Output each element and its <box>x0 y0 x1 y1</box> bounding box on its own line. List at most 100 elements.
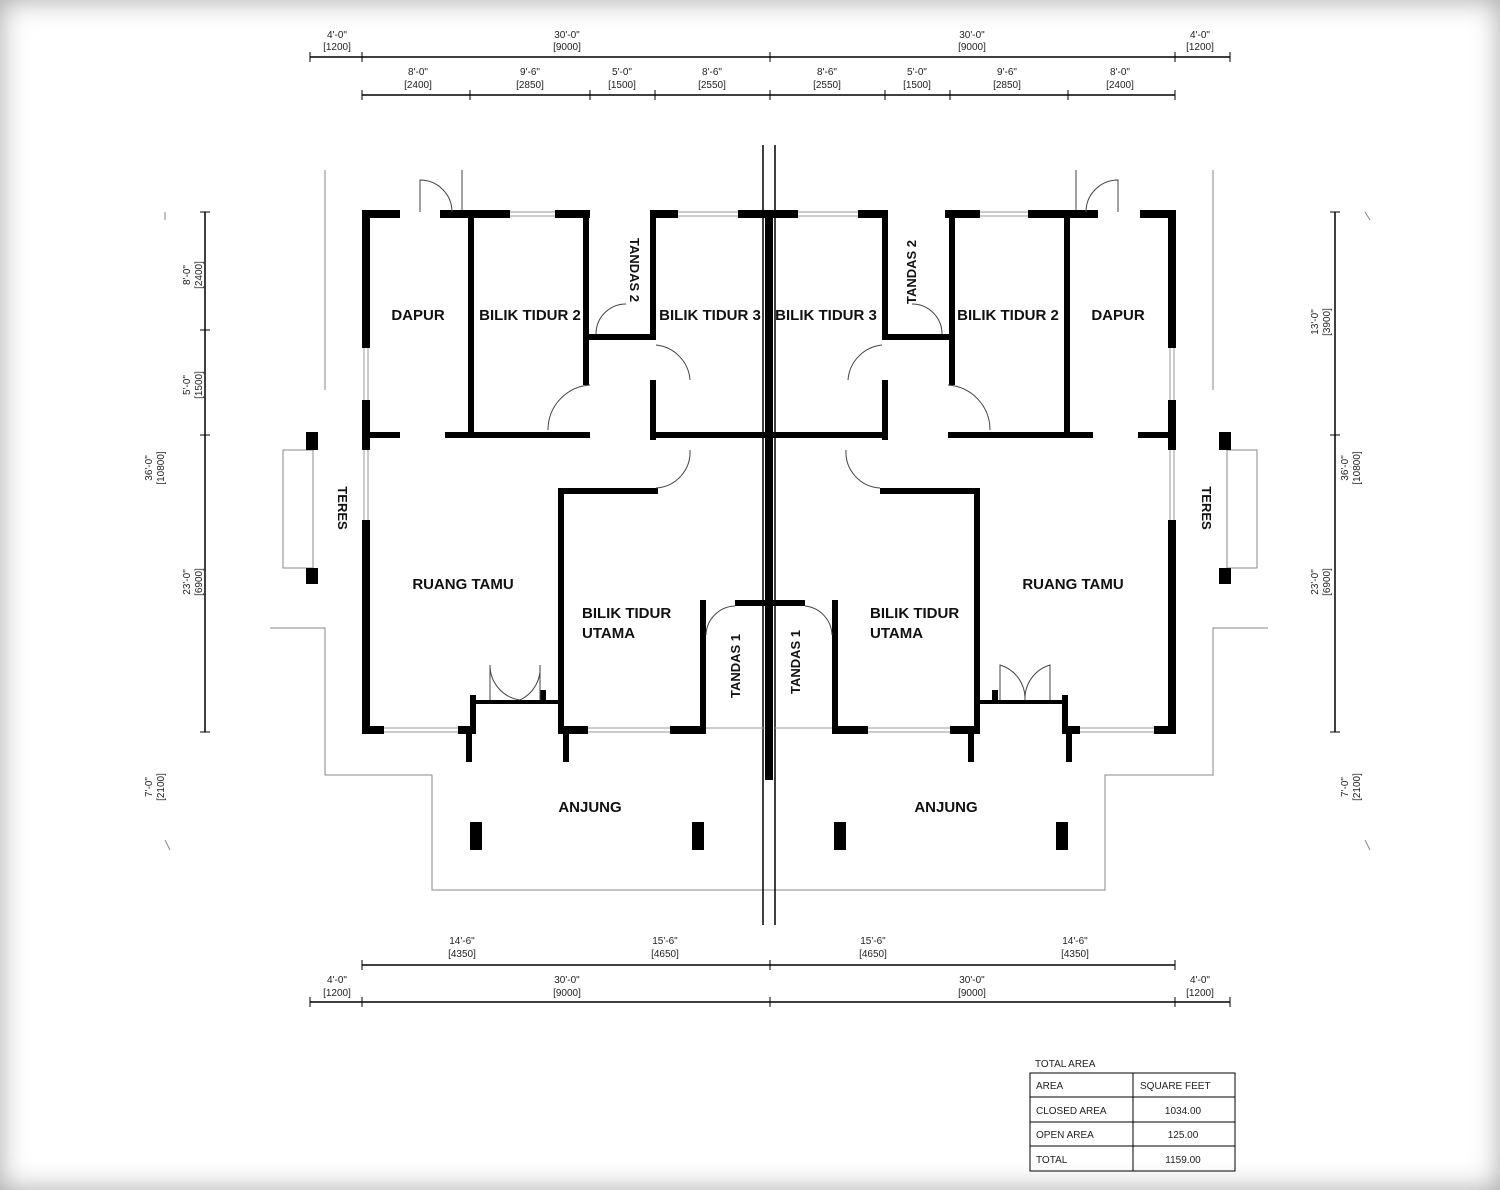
dim-bottom-inner-2-mm: [4650] <box>651 949 679 960</box>
room-label-teres-right: TERES <box>1199 486 1214 530</box>
dim-top-inner-8-mm: [2400] <box>1106 80 1134 91</box>
dim-top-inner-3-ft: 5'-0" <box>612 67 632 78</box>
dim-top-inner-2-mm: [2850] <box>516 80 544 91</box>
area-table-header-area: AREA <box>1036 1081 1064 1092</box>
room-label-anjung-left: ANJUNG <box>558 799 621 816</box>
area-table-row-label: OPEN AREA <box>1036 1130 1094 1141</box>
room-label-bilik-tidur-2-right: BILIK TIDUR 2 <box>957 307 1059 324</box>
dim-top-outer-4-ft: 4'-0" <box>1190 30 1210 41</box>
dim-right-3-mm: [6900] <box>1322 568 1333 596</box>
room-label-bilik-tidur-3-right: BILIK TIDUR 3 <box>775 307 877 324</box>
top-dimension-lines: 4'-0" [1200] 30'-0" [9000] 30'-0" [9000]… <box>309 30 1231 100</box>
dim-left-5-ft: 7'-0" <box>144 777 155 797</box>
room-label-tandas-2-left: TANDAS 2 <box>627 238 642 302</box>
dim-left-5-mm: [2100] <box>156 773 167 801</box>
dim-bottom-outer-2-ft: 30'-0" <box>554 975 580 986</box>
dim-left-1-mm: [2400] <box>194 261 205 289</box>
column-post <box>470 822 482 850</box>
side-dimension-lines: 8'-0" [2400] 5'-0" [1500] 36'-0" [10800]… <box>144 211 1371 851</box>
dim-top-inner-4-mm: [2550] <box>698 80 726 91</box>
room-label-teres-left: TERES <box>335 486 350 530</box>
dim-top-inner-6-ft: 5'-0" <box>907 67 927 78</box>
roof-outline <box>270 170 1268 891</box>
dim-right-3-ft: 23'-0" <box>1310 569 1321 595</box>
area-table-row-value: 1034.00 <box>1165 1106 1202 1117</box>
dim-right-1-ft: 13'-0" <box>1310 309 1321 335</box>
dim-top-outer-2-mm: [9000] <box>553 42 581 53</box>
column-post <box>1056 822 1068 850</box>
dim-bottom-inner-4-mm: [4350] <box>1061 949 1089 960</box>
dim-left-1-ft: 8'-0" <box>182 265 193 285</box>
dim-bottom-outer-2-mm: [9000] <box>553 988 581 999</box>
bottom-dimension-lines: 14'-6" [4350] 15'-6" [4650] 15'-6" [4650… <box>309 936 1231 1007</box>
dim-bottom-outer-1-ft: 4'-0" <box>327 975 347 986</box>
area-table: TOTAL AREA AREA SQUARE FEET CLOSED AREA … <box>1029 1059 1236 1172</box>
room-label-bilik-tidur-3-left: BILIK TIDUR 3 <box>659 307 761 324</box>
dim-bottom-outer-1-mm: [1200] <box>323 988 351 999</box>
area-table-row-value: 1159.00 <box>1165 1155 1201 1166</box>
dim-top-inner-4-ft: 8'-6" <box>702 67 722 78</box>
dim-bottom-inner-3-mm: [4650] <box>859 949 887 960</box>
right-unit-labels: DAPUR BILIK TIDUR 2 TANDAS 2 BILIK TIDUR… <box>775 240 1214 816</box>
dim-bottom-inner-1-mm: [4350] <box>448 949 476 960</box>
room-label-bilik-tidur-utama-left-line2: UTAMA <box>582 625 635 642</box>
party-wall <box>762 145 776 925</box>
room-label-bilik-tidur-utama-right-line1: BILIK TIDUR <box>870 605 959 622</box>
dim-left-4-ft: 23'-0" <box>182 569 193 595</box>
column-post <box>834 822 846 850</box>
dim-bottom-outer-4-mm: [1200] <box>1186 988 1214 999</box>
room-label-ruang-tamu-left: RUANG TAMU <box>412 576 513 593</box>
dim-top-inner-6-mm: [1500] <box>903 80 931 91</box>
room-label-anjung-right: ANJUNG <box>914 799 977 816</box>
dim-top-inner-1-ft: 8'-0" <box>408 67 428 78</box>
door-swings <box>419 170 1119 701</box>
room-label-tandas-1-left: TANDAS 1 <box>728 634 743 698</box>
dim-top-inner-7-mm: [2850] <box>993 80 1021 91</box>
area-table-row-value: 125.00 <box>1168 1130 1199 1141</box>
dim-top-outer-4-mm: [1200] <box>1186 42 1214 53</box>
room-label-bilik-tidur-utama-left-line1: BILIK TIDUR <box>582 605 671 622</box>
dim-top-outer-1-mm: [1200] <box>323 42 351 53</box>
room-label-bilik-tidur-utama-right-line2: UTAMA <box>870 625 923 642</box>
dim-top-outer-3-mm: [9000] <box>958 42 986 53</box>
walls <box>306 210 1231 850</box>
left-unit-labels: DAPUR BILIK TIDUR 2 TANDAS 2 BILIK TIDUR… <box>335 238 761 816</box>
area-table-header-sqft: SQUARE FEET <box>1140 1081 1211 1092</box>
dim-right-1-mm: [3900] <box>1322 308 1333 336</box>
dim-bottom-outer-4-ft: 4'-0" <box>1190 975 1210 986</box>
area-table-row-label: TOTAL <box>1036 1155 1068 1166</box>
dim-right-4-mm: [2100] <box>1352 773 1363 801</box>
dim-top-outer-3-ft: 30'-0" <box>959 30 985 41</box>
dim-left-4-mm: [6900] <box>194 568 205 596</box>
room-label-dapur-right: DAPUR <box>1091 307 1145 324</box>
dim-right-4-ft: 7'-0" <box>1340 777 1351 797</box>
dim-top-inner-1-mm: [2400] <box>404 80 432 91</box>
dim-left-2-ft: 5'-0" <box>182 375 193 395</box>
dim-top-inner-2-ft: 9'-6" <box>520 67 540 78</box>
dim-left-3-ft: 36'-0" <box>144 455 155 481</box>
windows <box>363 211 1175 733</box>
dim-top-inner-7-ft: 9'-6" <box>997 67 1017 78</box>
room-label-ruang-tamu-right: RUANG TAMU <box>1022 576 1123 593</box>
dim-left-3-mm: [10800] <box>156 451 167 485</box>
area-table-row-label: CLOSED AREA <box>1036 1106 1107 1117</box>
dim-top-outer-1-ft: 4'-0" <box>327 30 347 41</box>
dim-top-inner-3-mm: [1500] <box>608 80 636 91</box>
dim-bottom-inner-2-ft: 15'-6" <box>652 936 678 947</box>
dim-bottom-inner-1-ft: 14'-6" <box>449 936 475 947</box>
area-table-title: TOTAL AREA <box>1035 1059 1096 1070</box>
dim-top-inner-5-ft: 8'-6" <box>817 67 837 78</box>
dim-bottom-inner-3-ft: 15'-6" <box>860 936 886 947</box>
dim-bottom-outer-3-mm: [9000] <box>958 988 986 999</box>
room-label-tandas-1-right: TANDAS 1 <box>788 630 803 694</box>
room-label-dapur-left: DAPUR <box>391 307 445 324</box>
dim-top-inner-8-ft: 8'-0" <box>1110 67 1130 78</box>
dim-right-2-ft: 36'-0" <box>1340 455 1351 481</box>
dim-top-inner-5-mm: [2550] <box>813 80 841 91</box>
dim-bottom-outer-3-ft: 30'-0" <box>959 975 985 986</box>
room-label-tandas-2-right: TANDAS 2 <box>904 240 919 304</box>
column-post <box>692 822 704 850</box>
room-label-bilik-tidur-2-left: BILIK TIDUR 2 <box>479 307 581 324</box>
dim-bottom-inner-4-ft: 14'-6" <box>1062 936 1088 947</box>
